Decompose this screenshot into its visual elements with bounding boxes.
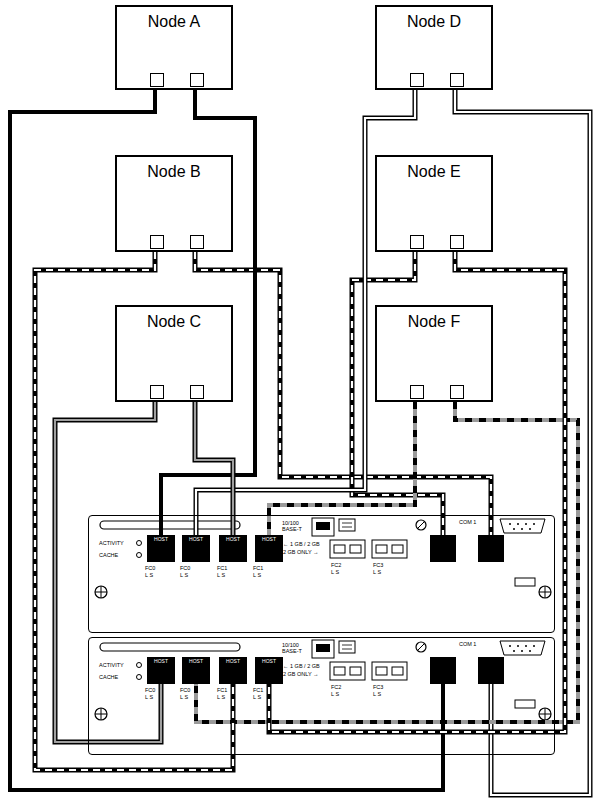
host-port: HOST [182,535,210,562]
node-port [150,73,164,87]
port-label: HOST [219,657,247,664]
board-label: FC0 [145,565,155,571]
port-label: HOST [219,535,247,542]
node-port [410,73,424,87]
board-label: L S [145,694,153,700]
board-label: COM 1 [459,519,476,525]
controller-board-top [95,518,551,598]
node-port [450,385,464,399]
cable [35,252,233,770]
port-label: HOST [255,535,283,542]
board-label: FC1 [217,687,227,693]
board-label: FC0 [145,687,155,693]
board-label: ACTIVITY [99,540,124,546]
board-label: 10/100 BASE-T [282,520,306,532]
board-label: FC1 [253,565,263,571]
host-port: HOST [147,535,175,562]
board-label: L S [331,569,339,575]
node-port [190,73,204,87]
host-port: HOST [255,657,283,684]
board-label: ← 1 GB / 2 GB [283,541,320,547]
node-box: Node C [115,305,233,402]
host-port: HOST [147,657,175,684]
cable-stroke [269,252,565,732]
port-label: HOST [147,657,175,664]
board-label: L S [180,572,188,578]
board-label: FC3 [373,562,383,568]
board-label: CACHE [99,552,118,558]
board-label: FC0 [180,565,190,571]
board-label: L S [217,694,225,700]
cable-stroke [269,252,565,732]
drive-port-wires [10,90,590,795]
board-label: L S [373,691,381,697]
cable-stroke [55,402,161,742]
node-box: Node F [375,305,493,402]
board-label: L S [373,569,381,575]
port-label: HOST [255,657,283,664]
board-label: FC3 [373,684,383,690]
port-label: HOST [147,535,175,542]
port-label: HOST [182,535,210,542]
node-port [450,73,464,87]
node-port [410,385,424,399]
port-label: HOST [182,657,210,664]
cable-stroke [196,402,578,722]
node-port [150,385,164,399]
board-label: FC2 [331,684,341,690]
node-box: Node B [115,155,233,252]
board-label: FC1 [253,687,263,693]
board-label: 2 GB ONLY → [283,549,319,555]
board-label: COM 1 [459,641,476,647]
board-label: L S [145,572,153,578]
board-label: CACHE [99,674,118,680]
node-label: Node F [377,307,491,331]
cable [196,402,578,722]
cable-stroke [35,252,233,770]
node-label: Node C [117,307,231,331]
node-port [190,385,204,399]
cable [55,402,161,742]
board-label: ← 1 GB / 2 GB [283,663,320,669]
node-box: Node E [375,155,493,252]
board-label: L S [180,694,188,700]
board-label: L S [331,691,339,697]
node-box: Node D [375,5,493,90]
board-label: 2 GB ONLY → [283,671,319,677]
cable-stroke [55,402,161,742]
board-label: L S [253,694,261,700]
node-label: Node D [377,7,491,31]
node-port [190,235,204,249]
host-port: HOST [219,535,247,562]
node-label: Node E [377,157,491,181]
board-label: L S [217,572,225,578]
board-label: FC1 [217,565,227,571]
board-label: ACTIVITY [99,662,124,668]
node-box: Node A [115,5,233,90]
board-label: FC2 [331,562,341,568]
cable-stroke [196,402,578,722]
host-port: HOST [255,535,283,562]
controller-board: HOST HOST HOST HOST ACTIVITY CACHE 10/100 BASE… [88,637,555,755]
node-port [450,235,464,249]
board-label: FC0 [180,687,190,693]
board-label: 10/100 BASE-T [282,642,306,654]
host-port: HOST [182,657,210,684]
node-port [150,235,164,249]
node-label: Node B [117,157,231,181]
cable [269,252,565,732]
node-label: Node A [117,7,231,31]
controller-board: HOST HOST HOST HOST ACTIVITY CACHE 10/100 BASE… [88,515,555,633]
board-label: L S [253,572,261,578]
node-port [410,235,424,249]
host-port: HOST [219,657,247,684]
cable-stroke [35,252,233,770]
